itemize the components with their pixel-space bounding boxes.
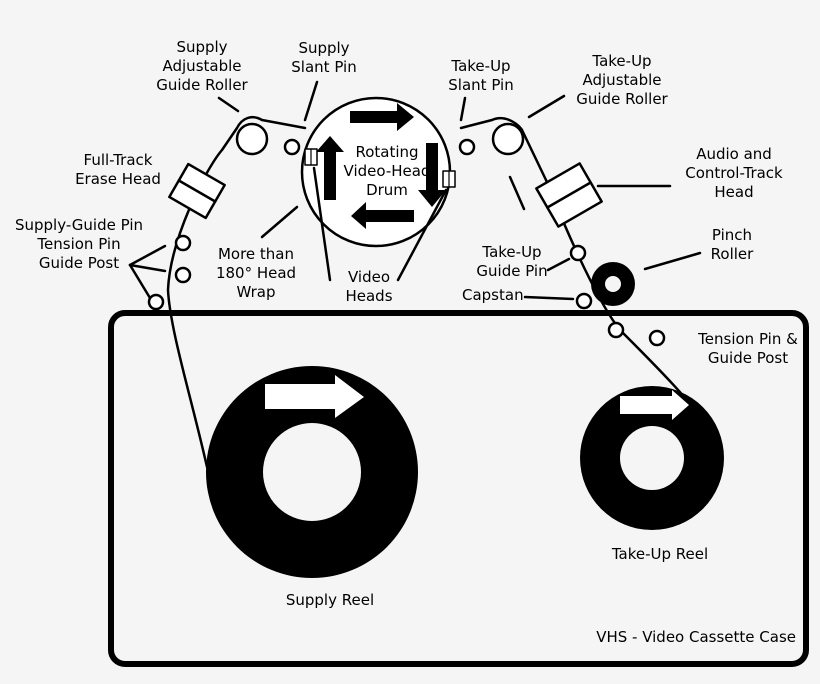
leader-supply-roller [217, 96, 240, 113]
cassette-case-outline [108, 310, 809, 667]
label-supply-reel: Supply Reel [285, 591, 375, 609]
audio-control-track-head [535, 162, 603, 228]
leader-take-up-guide-pin [546, 257, 571, 272]
label-take-up-guide-pin: Take-Up Guide Pin [476, 243, 548, 280]
label-supply-slant-pin: Supply Slant Pin [291, 39, 357, 76]
take-up-tension-pin [607, 321, 625, 339]
leader-lines [128, 80, 702, 301]
supply-reel-direction-arrow [265, 375, 364, 418]
leader-video-head-right [396, 188, 448, 282]
supply-reel-hub [263, 423, 361, 521]
take-up-adjustable-guide-roller [491, 122, 525, 156]
drum-rotation-arrow-left [316, 136, 344, 200]
label-take-up-slant-pin: Take-Up Slant Pin [448, 57, 514, 94]
leader-capstan [523, 295, 575, 301]
supply-adjustable-guide-roller [235, 122, 269, 156]
label-pinch-roller: Pinch Roller [710, 226, 754, 263]
label-audio-control-track-head: Audio and Control-Track Head [685, 145, 783, 201]
tape-path-take-up [459, 116, 690, 404]
take-up-reel-hub [620, 426, 684, 490]
leader-pinch-roller [643, 251, 702, 271]
label-take-up-adjustable-guide-roller: Take-Up Adjustable Guide Roller [576, 52, 668, 108]
leader-take-up-slant-pin [459, 96, 467, 122]
supply-guide-post [147, 293, 165, 311]
supply-tension-pin [174, 266, 192, 284]
label-rotating-video-head-drum: Rotating Video-Head Drum [343, 143, 431, 199]
leader-supply-tension-pin [128, 263, 167, 273]
full-track-erase-head [168, 162, 226, 220]
drum-rotation-arrow-top [350, 103, 414, 131]
tape-path-supply [166, 116, 307, 469]
label-supply-guide-pins: Supply-Guide Pin Tension Pin Guide Post [14, 216, 144, 272]
supply-guide-pin [174, 234, 192, 252]
leader-supply-guide-post [128, 263, 152, 300]
label-video-heads: Video Heads [345, 268, 393, 305]
label-cassette-case: VHS - Video Cassette Case [596, 628, 796, 646]
take-up-reel-direction-arrow [620, 390, 689, 420]
label-head-wrap: More than 180° Head Wrap [215, 245, 297, 301]
label-full-track-erase-head: Full-Track Erase Head [75, 151, 161, 188]
take-up-guide-post [648, 329, 666, 347]
label-supply-adjustable-guide-roller: Supply Adjustable Guide Roller [156, 38, 248, 94]
label-capstan: Capstan [462, 286, 524, 304]
drum-rotation-arrow-bottom [351, 202, 414, 229]
leader-supply-guide-pin [128, 244, 167, 267]
take-up-slant-pin [458, 138, 476, 156]
drum-rotation-arrow-right [418, 143, 446, 207]
pinch-roller-center [605, 276, 621, 292]
leader-tape-take-up-segment [508, 175, 526, 211]
label-tension-pin-guide-post: Tension Pin & Guide Post [698, 330, 798, 367]
leader-head-wrap [260, 205, 299, 239]
label-take-up-reel: Take-Up Reel [611, 545, 709, 563]
leader-supply-slant-pin [303, 80, 319, 122]
leader-video-head-left [312, 166, 332, 282]
supply-slant-pin [283, 138, 301, 156]
take-up-guide-pin [569, 244, 587, 262]
leader-take-up-roller [527, 94, 566, 119]
capstan [575, 292, 593, 310]
